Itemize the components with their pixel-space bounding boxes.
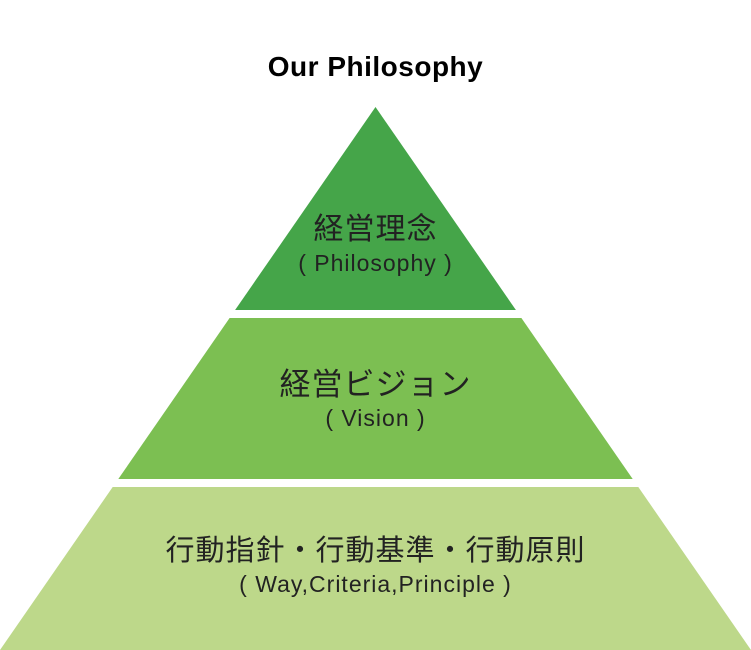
pyramid-tier-top-shape — [235, 107, 516, 310]
pyramid-tier-bottom-shape — [0, 487, 751, 650]
pyramid-tier-middle-shape — [118, 318, 633, 479]
page-title: Our Philosophy — [267, 51, 484, 82]
